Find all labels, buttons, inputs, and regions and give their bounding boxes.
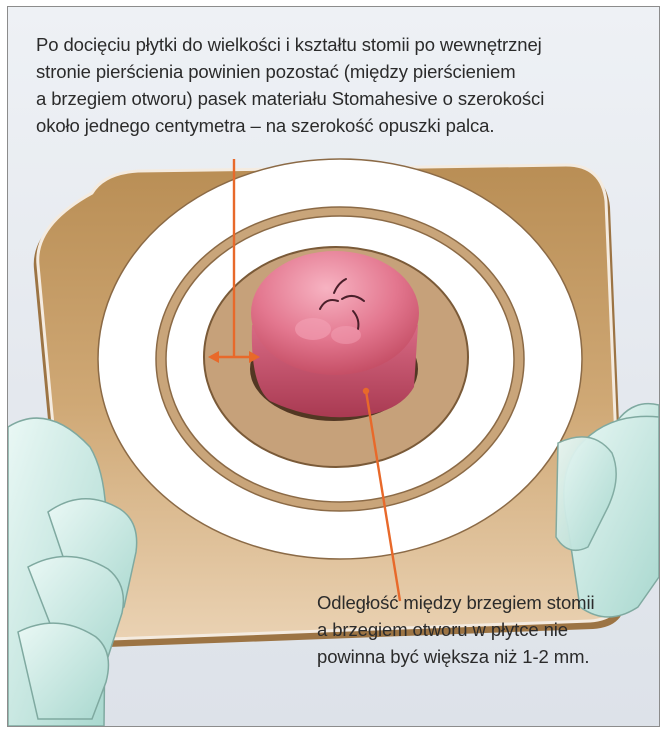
caption-top: Po docięciu płytki do wielkości i kształ…	[36, 31, 544, 139]
leader-dot	[363, 388, 369, 394]
caption-bottom-line-3: powinna być większa niż 1-2 mm.	[317, 643, 594, 670]
caption-bottom: Odległość między brzegiem stomii a brzeg…	[317, 589, 594, 670]
caption-top-line-2: stronie pierścienia powinien pozostać (m…	[36, 58, 544, 85]
caption-bottom-line-1: Odległość między brzegiem stomii	[317, 589, 594, 616]
caption-top-line-3: a brzegiem otworu) pasek materiału Stoma…	[36, 85, 544, 112]
caption-bottom-line-2: a brzegiem otworu w płytce nie	[317, 616, 594, 643]
illustration-frame: Po docięciu płytki do wielkości i kształ…	[7, 6, 660, 727]
caption-top-line-1: Po docięciu płytki do wielkości i kształ…	[36, 31, 544, 58]
caption-top-line-4: około jednego centymetra – na szerokość …	[36, 112, 544, 139]
stoma	[251, 251, 419, 375]
